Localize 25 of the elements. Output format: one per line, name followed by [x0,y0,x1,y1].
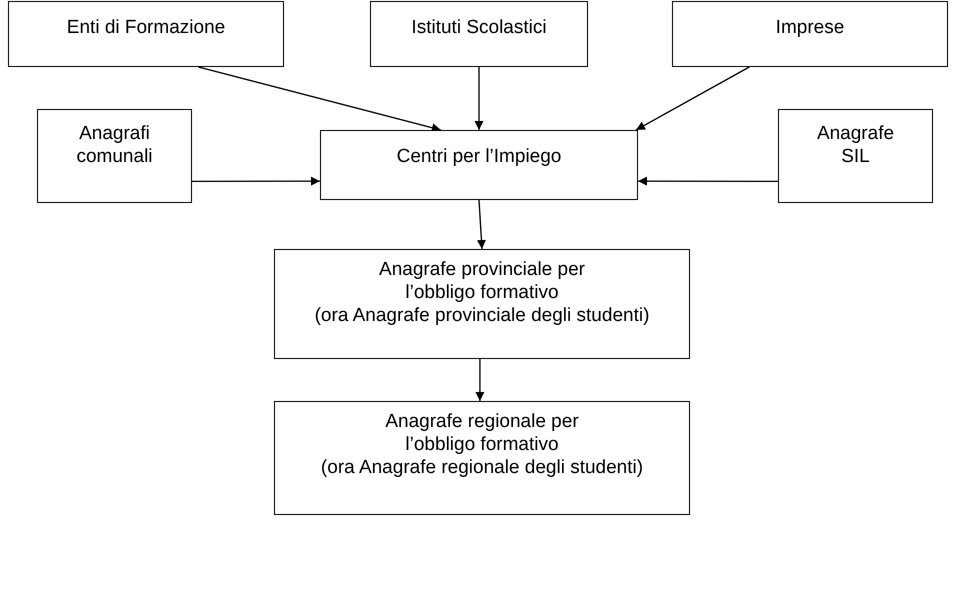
arrow [192,176,320,186]
process-box [274,249,690,359]
box-label: Anagrafe SIL [816,122,896,168]
box-label: (ora Anagrafe regionale degli studenti) [320,456,644,479]
arrow [475,359,484,401]
process-box [37,109,192,203]
arrow [198,66,441,132]
arrow [638,176,778,186]
box-label: Anagrafe provinciale per l’obbligo formativo [378,258,586,304]
arrow [474,67,484,130]
arrow [636,66,750,131]
box-label: (ora Anagrafe provinciale degli studenti) [314,304,650,327]
process-box [274,401,690,515]
box-label: Centri per l’Impiego [396,145,562,168]
box-label: Enti di Formazione [66,16,226,39]
box-label: Anagrafe regionale per l’obbligo formativo [384,410,580,456]
box-label: Istituti Scolastici [411,16,547,39]
box-label: Anagrafi comunali [75,122,154,168]
process-box [8,1,284,67]
process-box [370,1,588,67]
arrow [476,200,486,250]
process-box [672,1,948,67]
process-box [320,130,638,200]
process-box [778,109,933,203]
box-label: Imprese [776,16,844,39]
